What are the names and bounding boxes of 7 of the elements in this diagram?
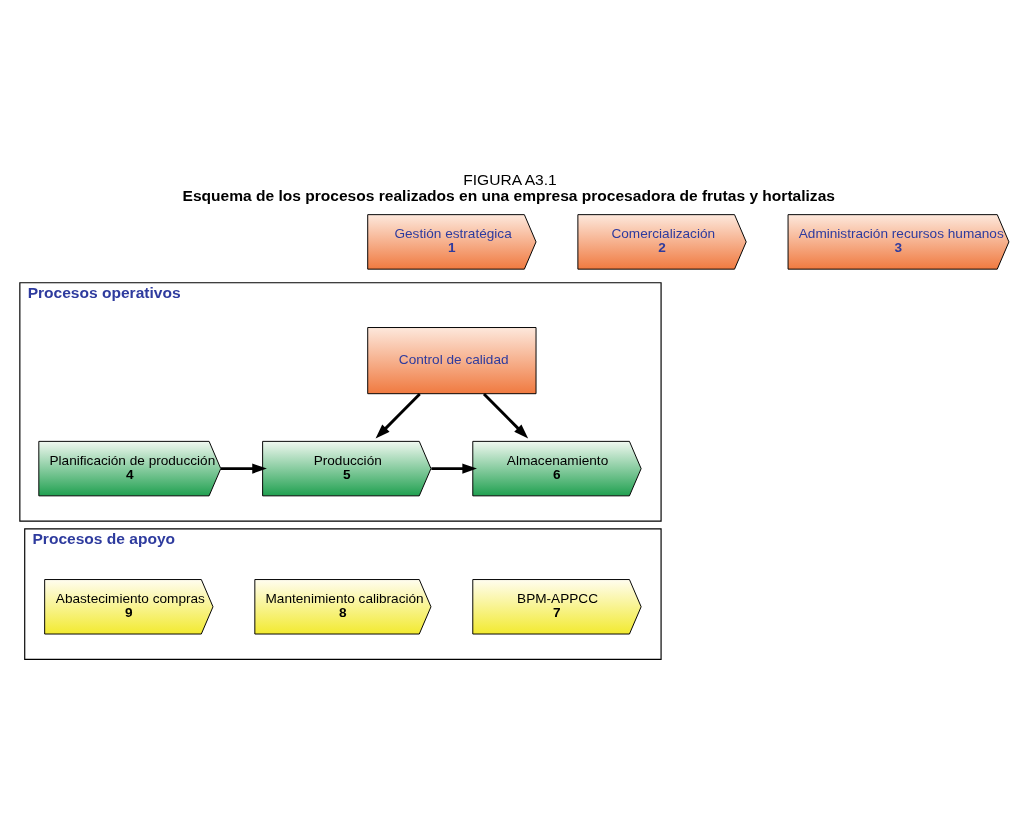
diagram-title: FIGURA A3.1: [463, 170, 557, 188]
node-box: Control de calidad: [367, 326, 537, 394]
arrow: [375, 392, 421, 439]
arrow: [482, 392, 529, 439]
caption: Esquema de los procesos realizados en una empresa procesadora de frutas y hortalizas: [182, 186, 835, 204]
arrow: [220, 463, 267, 474]
arrow: [431, 463, 477, 474]
